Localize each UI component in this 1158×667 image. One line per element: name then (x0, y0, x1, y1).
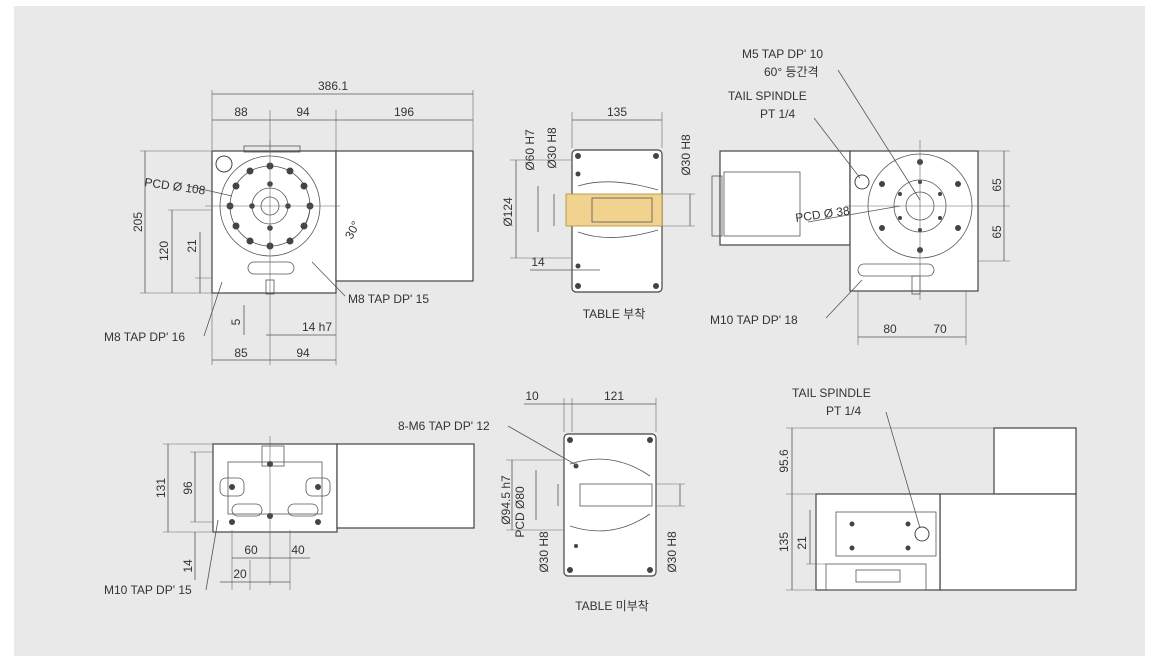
front-dim-196: 196 (394, 105, 414, 119)
right-bolt-holes (879, 159, 961, 253)
front-housing (211, 150, 337, 294)
table-dim-135: 135 (607, 105, 627, 119)
side-dim-21: 21 (795, 536, 809, 550)
table-caption: TABLE 부착 (583, 307, 646, 321)
no-table-curve-top (569, 458, 651, 477)
side-dim-956: 95.6 (777, 449, 791, 473)
right-label-tap-m10-18: M10 TAP DP' 18 (710, 313, 798, 327)
top-motor (336, 443, 475, 529)
no-table-body (563, 433, 657, 577)
front-slot (247, 261, 295, 275)
right-view (711, 69, 1010, 345)
table-dim-14: 14 (531, 255, 545, 269)
top-slot-frame (227, 461, 323, 515)
front-dim-21: 21 (185, 239, 199, 253)
right-dim-65b: 65 (990, 225, 1004, 239)
no-table-dim-d945: Ø94.5 h7 (499, 475, 513, 525)
right-label-pt: PT 1/4 (760, 107, 795, 121)
top-dim-96: 96 (181, 481, 195, 495)
table-curve-top (577, 181, 659, 191)
no-table-dim-d80: PCD Ø80 (513, 486, 527, 538)
no-table-dim-d30a: Ø30 H8 (537, 531, 551, 573)
side-base-slot (855, 569, 901, 583)
right-motor (719, 150, 851, 246)
top-dim-20: 20 (233, 567, 247, 581)
top-dim-14: 14 (181, 559, 195, 573)
right-motor-side (711, 175, 723, 237)
no-table-caption: TABLE 미부착 (575, 599, 649, 613)
front-top-boss (243, 145, 301, 153)
top-slot-bottom-right (287, 503, 319, 517)
side-housing (815, 493, 941, 591)
table-dim-d30b: Ø30 H8 (679, 134, 693, 176)
table-dim-d60: Ø60 H7 (523, 129, 537, 171)
front-dim-85: 85 (234, 346, 248, 360)
right-slot (857, 263, 935, 277)
right-dim-80: 80 (883, 322, 897, 336)
front-dim-94b: 94 (296, 346, 310, 360)
top-slot-left (219, 477, 245, 497)
table-shaft-gold (565, 193, 663, 227)
table-view (510, 112, 695, 293)
no-table-label-tap-m6: 8-M6 TAP DP' 12 (398, 419, 490, 433)
right-dim-70: 70 (933, 322, 947, 336)
side-label-pt: PT 1/4 (826, 404, 861, 418)
top-key (261, 445, 285, 467)
front-label-tap-m8-16: M8 TAP DP' 16 (104, 330, 185, 344)
front-dim-94: 94 (296, 105, 310, 119)
side-panel (835, 511, 937, 557)
right-dim-65a: 65 (990, 178, 1004, 192)
top-dim-40: 40 (291, 543, 305, 557)
right-label-tap-m5: M5 TAP DP' 10 (742, 47, 823, 61)
right-housing (849, 150, 979, 292)
front-corner-hole (215, 155, 233, 173)
top-slot-right (305, 477, 331, 497)
side-base (825, 563, 927, 591)
side-tail-spindle (914, 526, 930, 542)
no-table-shaft (579, 483, 653, 507)
table-shaft-inner (591, 197, 653, 223)
top-view (163, 436, 475, 591)
no-table-dim-10: 10 (525, 389, 539, 403)
front-motor (335, 150, 474, 282)
right-motor-panel (723, 171, 801, 237)
no-table-dim-121: 121 (604, 389, 624, 403)
side-view (786, 411, 1077, 591)
no-table-view (506, 398, 685, 577)
side-motor-top (993, 427, 1077, 495)
no-table-dim-d30b: Ø30 H8 (665, 531, 679, 573)
right-label-spacing: 60° 등간격 (764, 65, 819, 79)
front-dim-shaft: 14 h7 (302, 320, 332, 334)
top-dim-60: 60 (244, 543, 258, 557)
side-motor (939, 493, 1077, 591)
front-dim-205: 205 (131, 212, 145, 232)
top-slot-bottom-left (231, 503, 263, 517)
front-dim-overall: 386.1 (318, 79, 348, 93)
right-label-tail-spindle: TAIL SPINDLE (728, 89, 807, 103)
side-dim-135: 135 (777, 532, 791, 552)
table-curve-bottom (577, 229, 659, 238)
front-dim-120: 120 (157, 241, 171, 261)
front-dim-5: 5 (229, 318, 243, 325)
front-label-tap-m8-15: M8 TAP DP' 15 (348, 292, 429, 306)
front-view (140, 90, 474, 365)
no-table-curve-bottom (569, 513, 651, 532)
front-label-pcd: PCD Ø 108 (144, 175, 207, 197)
front-bolt-holes (226, 162, 314, 250)
side-label-tail-spindle: TAIL SPINDLE (792, 386, 871, 400)
table-dim-d30a: Ø30 H8 (545, 127, 559, 169)
front-dim-88: 88 (234, 105, 248, 119)
table-dim-d124: Ø124 (501, 197, 515, 227)
top-dim-131: 131 (154, 478, 168, 498)
top-label-tap-m10-15: M10 TAP DP' 15 (104, 583, 192, 597)
right-tail-spindle (854, 174, 870, 190)
